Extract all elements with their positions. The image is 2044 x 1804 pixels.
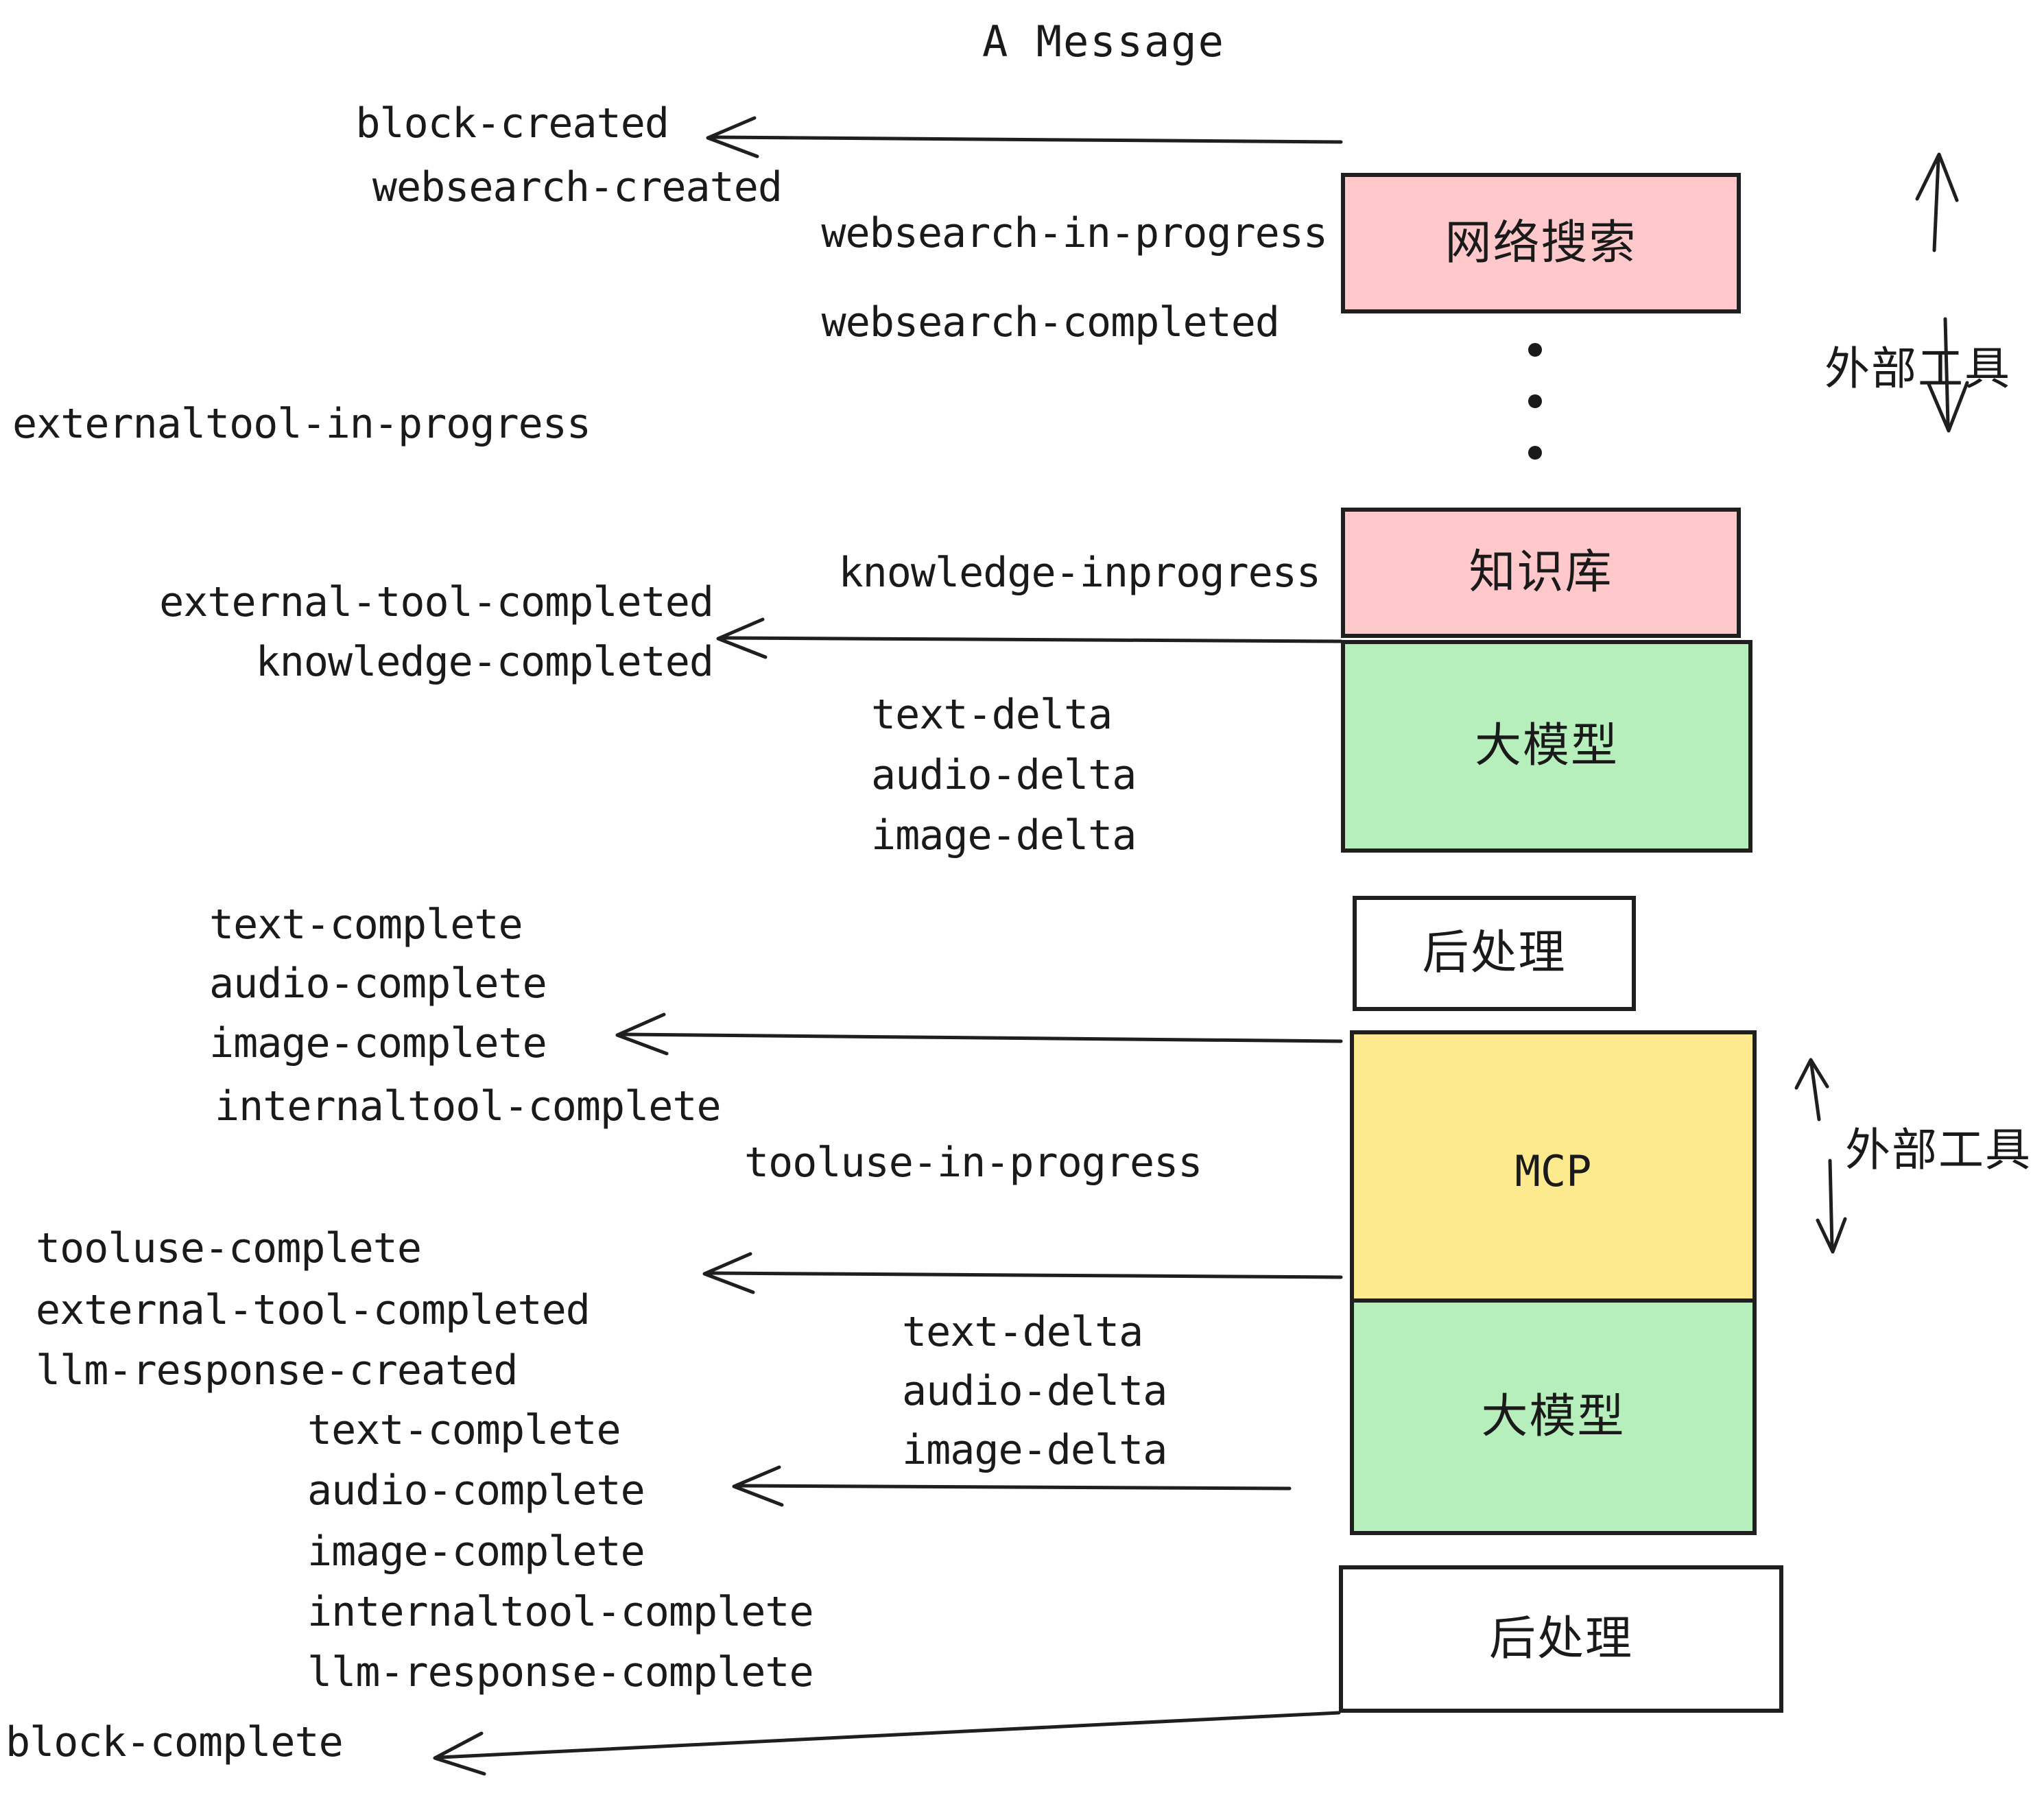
event-websearch-created: websearch-created <box>372 163 783 211</box>
event-llm-response-complete: llm-response-complete <box>307 1648 814 1696</box>
node-mcp-label: MCP <box>1514 1146 1592 1196</box>
arrow-external-tool-up-bottom <box>1794 1058 1829 1121</box>
arrow-mcp-to-tooluse-complete <box>702 1252 1343 1294</box>
external-tool-label-bottom: 外部工具 <box>1845 1124 2032 1176</box>
arrow-websearch-to-block-created <box>706 116 1343 158</box>
event-audio-delta-second: audio-delta <box>902 1367 1167 1415</box>
event-text-delta-first: text-delta <box>871 691 1113 739</box>
arrow-llm-to-image-complete <box>615 1012 1343 1056</box>
event-internaltool-complete-first: internaltool-complete <box>215 1082 722 1130</box>
event-audio-delta-first: audio-delta <box>871 751 1137 799</box>
node-websearch-label: 网络搜索 <box>1445 215 1637 270</box>
event-text-complete-second: text-complete <box>307 1406 621 1454</box>
node-llm-first-label: 大模型 <box>1474 719 1619 773</box>
event-text-complete-first: text-complete <box>209 901 523 949</box>
node-postprocess-second-label: 后处理 <box>1488 1611 1633 1666</box>
event-internaltool-complete-second: internaltool-complete <box>307 1588 814 1636</box>
event-knowledge-completed: knowledge-completed <box>255 638 714 686</box>
node-llm-second[interactable]: 大模型 <box>1350 1298 1757 1535</box>
event-audio-complete-second: audio-complete <box>307 1467 645 1515</box>
dot-icon <box>1528 394 1542 408</box>
event-external-tool-completed-first: external-tool-completed <box>159 578 714 626</box>
event-websearch-in-progress: websearch-in-progress <box>821 209 1328 257</box>
event-text-delta-second: text-delta <box>902 1308 1143 1356</box>
node-websearch[interactable]: 网络搜索 <box>1341 173 1741 313</box>
diagram-title: A Message <box>982 16 1225 67</box>
event-audio-complete-first: audio-complete <box>209 960 547 1008</box>
dot-icon <box>1528 343 1542 357</box>
event-externaltool-in-progress: externaltool-in-progress <box>12 400 591 448</box>
node-postprocess-first-label: 后处理 <box>1422 926 1567 980</box>
event-image-complete-first: image-complete <box>209 1019 547 1067</box>
event-external-tool-completed-second: external-tool-completed <box>36 1286 591 1334</box>
node-knowledge[interactable]: 知识库 <box>1341 508 1741 638</box>
node-mcp[interactable]: MCP <box>1350 1030 1757 1313</box>
node-knowledge-label: 知识库 <box>1469 545 1613 600</box>
event-tooluse-complete: tooluse-complete <box>36 1224 422 1272</box>
event-block-complete: block-complete <box>5 1718 344 1766</box>
external-tool-label-top: 外部工具 <box>1825 342 2011 395</box>
event-llm-response-created: llm-response-created <box>36 1346 518 1394</box>
event-image-delta-first: image-delta <box>871 811 1137 859</box>
arrow-external-tool-up-top <box>1915 152 1959 252</box>
arrow-external-tool-down-bottom <box>1816 1159 1847 1254</box>
arrow-postprocess-to-block-complete <box>433 1711 1341 1776</box>
event-image-complete-second: image-complete <box>307 1528 645 1576</box>
event-tooluse-in-progress: tooluse-in-progress <box>744 1139 1202 1187</box>
arrow-knowledge-to-completed <box>716 617 1343 659</box>
event-knowledge-inprogress: knowledge-inprogress <box>838 549 1321 597</box>
node-postprocess-first[interactable]: 后处理 <box>1353 896 1636 1011</box>
node-llm-second-label: 大模型 <box>1481 1389 1626 1444</box>
ellipsis-dots <box>1528 343 1542 460</box>
event-websearch-completed: websearch-completed <box>821 298 1280 346</box>
event-image-delta-second: image-delta <box>902 1426 1167 1474</box>
dot-icon <box>1528 446 1542 460</box>
node-postprocess-second[interactable]: 后处理 <box>1339 1565 1783 1713</box>
event-block-created: block-created <box>355 99 669 147</box>
node-llm-first[interactable]: 大模型 <box>1341 640 1752 853</box>
